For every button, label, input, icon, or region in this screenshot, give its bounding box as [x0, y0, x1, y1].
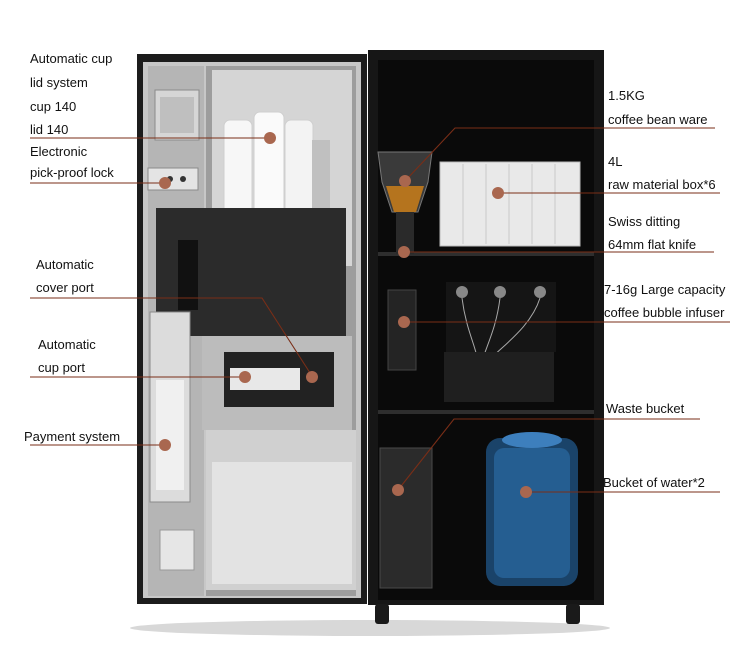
label-infuser-1: 7-16g Large capacity: [604, 282, 726, 297]
leader-lines: [30, 127, 730, 493]
label-box-2: raw material box*6: [608, 177, 716, 192]
label-infuser-2: coffee bubble infuser: [604, 305, 725, 320]
label-grinder-1: Swiss ditting: [608, 214, 681, 229]
label-lock-2: pick-proof lock: [30, 165, 114, 180]
wheel: [566, 604, 580, 624]
wheel: [375, 604, 389, 624]
label-cup-port-2: cup port: [38, 360, 85, 375]
label-bean-2: coffee bean ware: [608, 112, 708, 127]
open-door: [137, 54, 367, 604]
label-lid-system-4: lid 140: [30, 122, 69, 137]
label-bean-1: 1.5KG: [608, 88, 645, 103]
label-grinder-2: 64mm flat knife: [608, 237, 697, 252]
label-water-bucket: Bucket of water*2: [603, 475, 705, 490]
label-lock-1: Electronic: [30, 144, 88, 159]
label-lid-system-3: cup 140: [30, 99, 77, 114]
floor-shadow: [130, 620, 610, 636]
label-waste-bucket: Waste bucket: [606, 401, 685, 416]
label-cup-port-1: Automatic: [38, 337, 96, 352]
label-cover-port-2: cover port: [36, 280, 94, 295]
cabinet-body: [368, 50, 604, 605]
label-lid-system-2: lid system: [30, 75, 88, 90]
label-box-1: 4L: [608, 154, 623, 169]
label-payment-system: Payment system: [24, 429, 121, 444]
label-cover-port-1: Automatic: [36, 257, 94, 272]
label-lid-system-1: Automatic cup: [30, 51, 113, 66]
callout-dots: [159, 132, 532, 498]
